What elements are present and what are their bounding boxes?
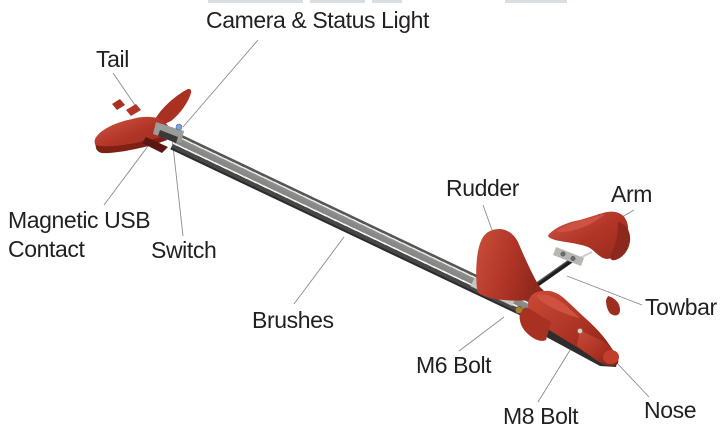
m6-bolt-dot <box>515 306 523 314</box>
bracket-bolt-2 <box>570 256 576 261</box>
leader-brushes <box>293 236 345 305</box>
towbar-pin <box>579 251 593 259</box>
leader-nose <box>615 361 650 398</box>
label-tail: Tail <box>96 46 129 72</box>
arm-blade <box>610 222 631 261</box>
body-nose-assembly <box>515 290 620 366</box>
leader-switch <box>171 136 184 237</box>
tail-notch <box>126 104 141 116</box>
tail-notch-2 <box>112 99 125 110</box>
label-magnetic-usb-contact: Magnetic USB Contact <box>8 207 151 262</box>
tail-upper-fin <box>153 89 192 128</box>
arm-bracket <box>553 247 584 266</box>
body-left-wing <box>519 307 551 341</box>
rudder-fin <box>476 229 547 301</box>
m8-bolt-dot <box>577 328 583 334</box>
tail-hub-cavity <box>158 130 178 143</box>
body-top-facet <box>537 294 580 318</box>
leader-rudder <box>482 204 493 231</box>
label-m6-bolt: M6 Bolt <box>416 352 492 378</box>
label-nose: Nose <box>644 397 697 423</box>
camera-status-light-dot <box>175 123 183 131</box>
leader-m6-bolt <box>458 316 505 352</box>
arm-wing-highlight <box>556 214 605 233</box>
leader-towbar <box>566 275 643 306</box>
label-rudder: Rudder <box>446 175 520 201</box>
tail-under-shadow <box>142 137 168 153</box>
tail-wing <box>94 116 171 151</box>
label-m8-bolt: M8 Bolt <box>503 403 579 429</box>
leader-tail <box>112 72 140 112</box>
arm-assembly <box>548 211 631 266</box>
arm-wing <box>548 211 629 259</box>
nose-tip <box>603 350 619 364</box>
bracket-bolt-1 <box>560 251 566 257</box>
label-arm: Arm <box>611 181 652 207</box>
label-switch: Switch <box>151 237 217 263</box>
label-towbar: Towbar <box>645 294 717 320</box>
body-right-flap <box>606 296 620 316</box>
leader-camera-status-light <box>182 39 259 128</box>
label-brushes: Brushes <box>252 307 334 333</box>
label-camera-status-light: Camera & Status Light <box>206 7 429 33</box>
top-edge-artifacts <box>208 0 567 3</box>
tail-assembly <box>94 89 192 154</box>
